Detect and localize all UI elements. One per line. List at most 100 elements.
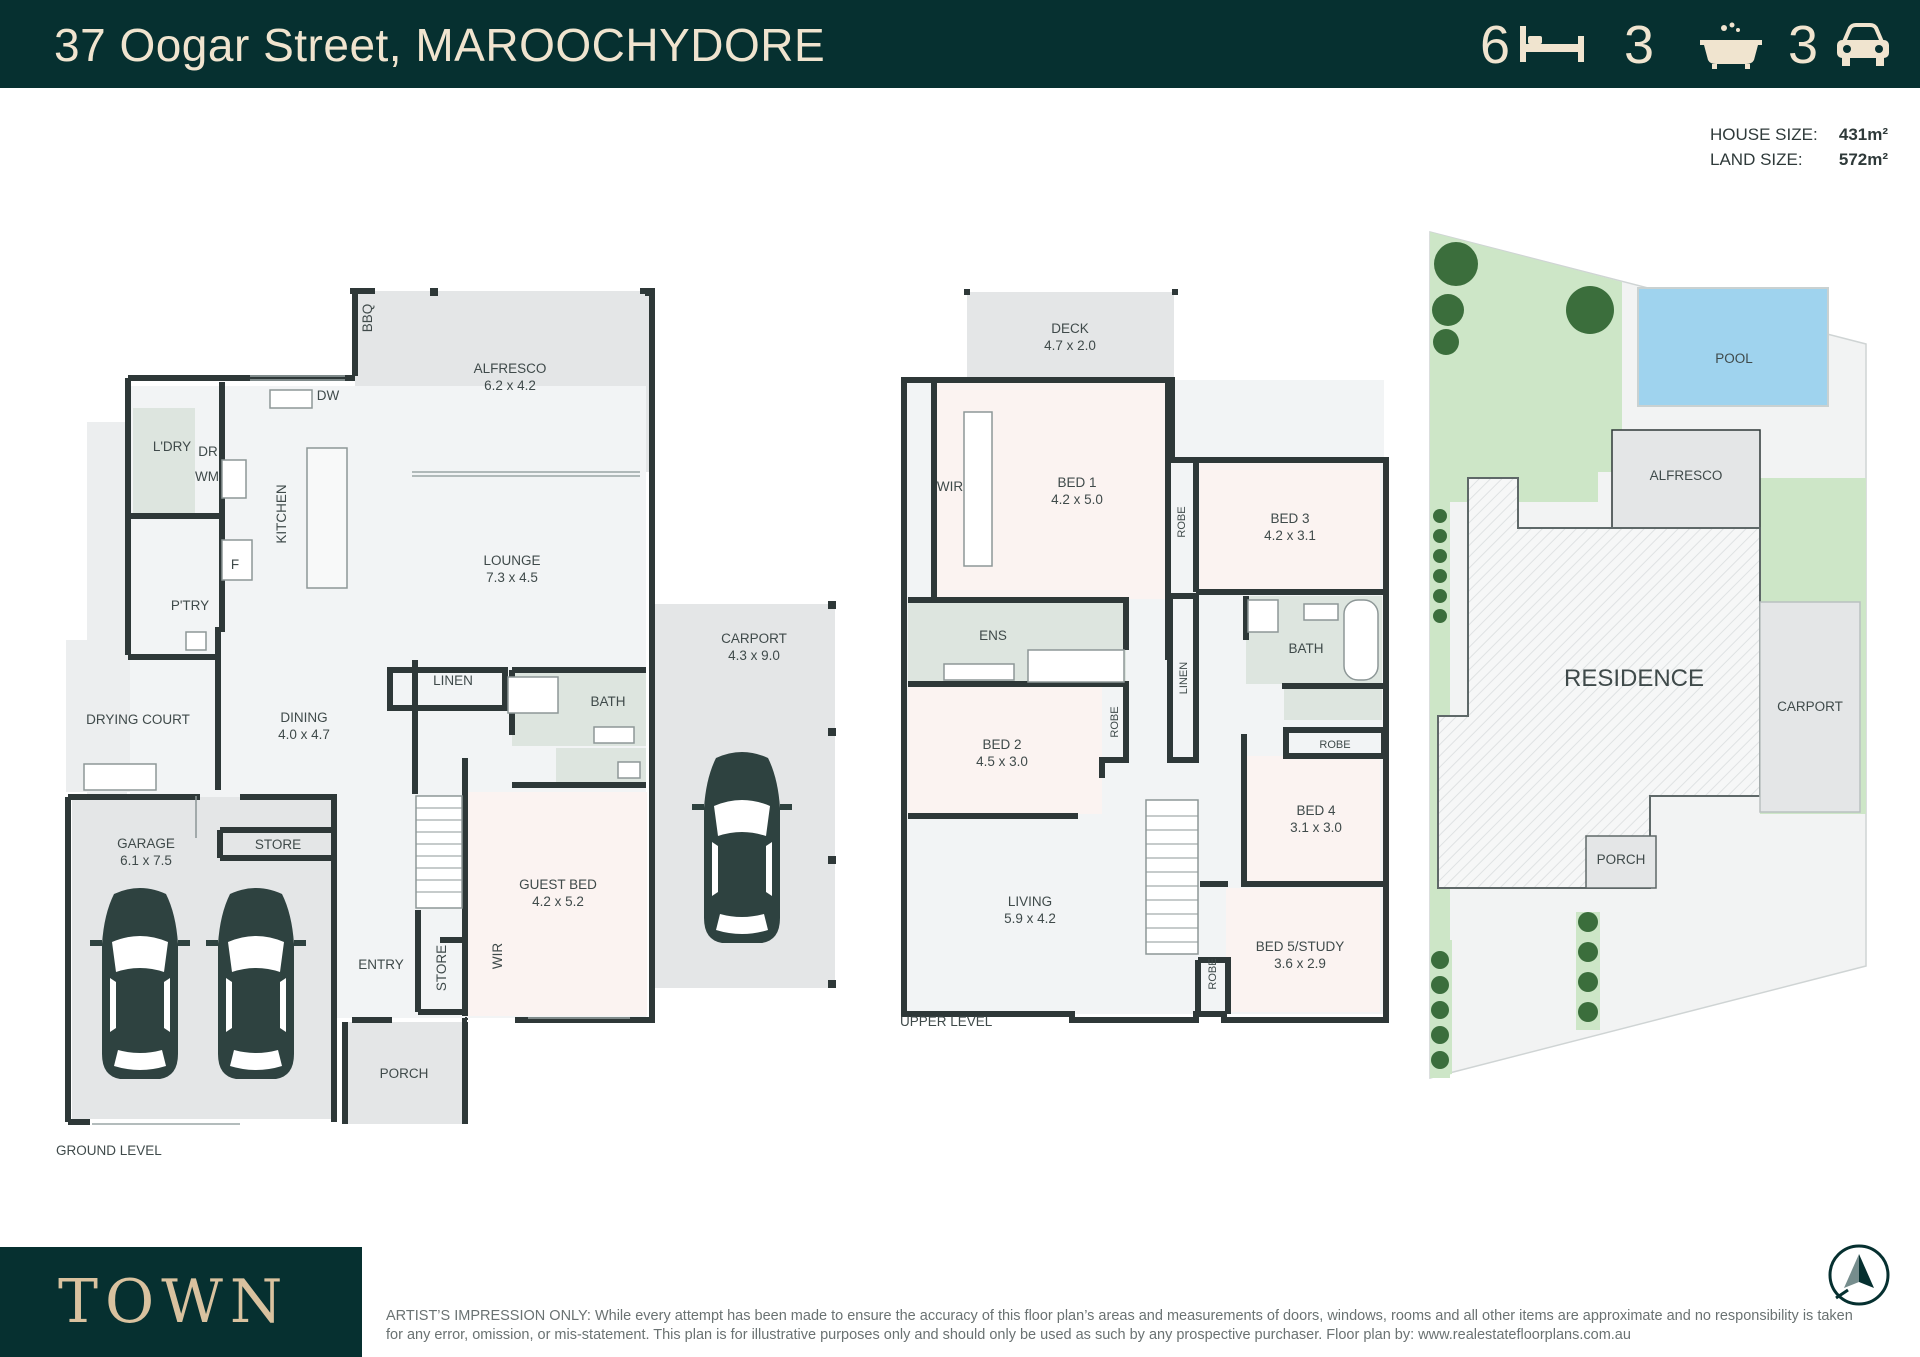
deck-posts	[964, 289, 1178, 295]
bathroom-count: 3	[1624, 15, 1655, 75]
upper-level-plan: DECK 4.7 x 2.0 WIR BED 1 4.2 x 5.0 BED 3…	[900, 289, 1389, 1029]
site-carport-area	[1759, 601, 1861, 813]
ground-windows	[92, 375, 640, 1125]
property-sizes: HOUSE SIZE: 431m² LAND SIZE: 572m²	[1710, 122, 1888, 172]
ground-level-plan: ALFRESCO 6.2 x 4.2 BBQ DW L'DRY DR WM KI…	[56, 288, 836, 1158]
site-trees	[1431, 242, 1614, 1069]
deck-area	[967, 292, 1174, 377]
ground-stairs	[415, 795, 463, 909]
ensuite-label: ENS	[979, 628, 1007, 643]
site-carport-label: CARPORT	[1777, 699, 1843, 714]
porch-area	[345, 1022, 465, 1124]
upper-wc-area	[1284, 686, 1382, 720]
dining-dim: 4.0 x 4.7	[278, 727, 330, 742]
ground-level-label: GROUND LEVEL	[56, 1143, 162, 1158]
pool-area	[1637, 287, 1829, 407]
bed5-robe-label: ROBE	[1207, 958, 1219, 989]
guest-wir-label: WIR	[490, 943, 505, 969]
deck-dim: 4.7 x 2.0	[1044, 338, 1096, 353]
bed1-wir-label: WIR	[937, 479, 963, 494]
north-compass-icon	[1828, 1244, 1890, 1306]
dining-label: DINING	[280, 710, 327, 725]
bed-icon	[1520, 26, 1584, 62]
drying-court-label: DRYING COURT	[86, 712, 190, 727]
carport-dim: 4.3 x 9.0	[728, 648, 780, 663]
garage-label: GARAGE	[117, 836, 175, 851]
bbq-label: BBQ	[360, 304, 375, 333]
bath-icon	[1700, 22, 1762, 69]
brand-logo: TOWN	[58, 1267, 290, 1337]
house-size-label: HOUSE SIZE:	[1710, 125, 1818, 144]
bed1-dim: 4.2 x 5.0	[1051, 492, 1103, 507]
lounge-dim: 7.3 x 4.5	[486, 570, 538, 585]
house-size-value: 431m²	[1838, 125, 1888, 144]
site-plan: POOL ALFRESCO RESIDENCE CARPORT PORCH	[1429, 231, 1867, 1079]
lounge-label: LOUNGE	[483, 553, 540, 568]
bed4-robe-label: ROBE	[1319, 739, 1350, 751]
carport-label: CARPORT	[721, 631, 787, 646]
residence-footprint	[1437, 477, 1761, 889]
kitchen-fixtures	[83, 389, 641, 838]
ground-walls	[65, 288, 655, 1125]
car-space-count: 3	[1788, 15, 1819, 75]
laundry-area	[133, 408, 195, 514]
guest-bed-area	[466, 792, 647, 1016]
dryer-label: DR	[198, 444, 218, 459]
backyard-lawn	[1430, 232, 1622, 1078]
washer-label: WM	[195, 469, 219, 484]
site-alfresco-area	[1611, 429, 1761, 529]
brand-panel: TOWN	[0, 1247, 362, 1357]
bedroom-count: 6	[1480, 15, 1511, 75]
car-icon	[1837, 23, 1889, 66]
ground-bath-label: BATH	[590, 694, 625, 709]
upper-labels: DECK 4.7 x 2.0 WIR BED 1 4.2 x 5.0 BED 3…	[900, 321, 1351, 1029]
upper-level-label: UPPER LEVEL	[900, 1014, 993, 1029]
site-porch-area	[1585, 835, 1657, 889]
land-size-value: 572m²	[1838, 150, 1888, 169]
bed2-label: BED 2	[982, 737, 1021, 752]
entry-label: ENTRY	[358, 957, 404, 972]
guest-bed-dim: 4.2 x 5.2	[532, 894, 584, 909]
porch-label: PORCH	[380, 1066, 429, 1081]
bed1-label: BED 1	[1057, 475, 1096, 490]
site-alfresco-label: ALFRESCO	[1650, 468, 1723, 483]
linen-label: LINEN	[433, 673, 473, 688]
site-labels: POOL ALFRESCO RESIDENCE CARPORT PORCH	[1564, 351, 1843, 867]
deck-label: DECK	[1051, 321, 1089, 336]
disclaimer-text: ARTIST’S IMPRESSION ONLY: While every at…	[386, 1308, 1853, 1343]
alfresco-label: ALFRESCO	[474, 361, 547, 376]
upper-linen-label: LINEN	[1178, 662, 1190, 694]
upper-walls	[901, 377, 1389, 1023]
ground-labels: ALFRESCO 6.2 x 4.2 BBQ DW L'DRY DR WM KI…	[56, 304, 787, 1158]
land-size-label: LAND SIZE:	[1710, 150, 1803, 169]
residence-label: RESIDENCE	[1564, 665, 1704, 692]
bed3-label: BED 3	[1270, 511, 1309, 526]
garage-dim: 6.1 x 7.5	[120, 853, 172, 868]
living-label: LIVING	[1008, 894, 1052, 909]
fridge-label: F	[231, 557, 239, 572]
bed3-robe-label: ROBE	[1176, 506, 1188, 537]
bed4-dim: 3.1 x 3.0	[1290, 820, 1342, 835]
bed2-area	[908, 686, 1102, 814]
store-label: STORE	[255, 837, 301, 852]
bed3-area	[1196, 460, 1380, 590]
bed2-robe-label: ROBE	[1109, 706, 1121, 737]
kitchen-label: KITCHEN	[274, 484, 289, 543]
alfresco-dim: 6.2 x 4.2	[484, 378, 536, 393]
upper-fixtures	[943, 411, 1379, 683]
header-bar: 37 Oogar Street, MAROOCHYDORE 6 3 3	[0, 0, 1920, 88]
carport-posts	[430, 288, 836, 988]
pantry-label: P'TRY	[171, 598, 209, 613]
property-address: 37 Oogar Street, MAROOCHYDORE	[54, 19, 826, 71]
pool-label: POOL	[1715, 351, 1753, 366]
guest-bed-label: GUEST BED	[519, 877, 597, 892]
bed5-area	[1226, 888, 1380, 1012]
upper-stairs	[1146, 815, 1198, 943]
bed5-dim: 3.6 x 2.9	[1274, 956, 1326, 971]
living-dim: 5.9 x 4.2	[1004, 911, 1056, 926]
bed4-label: BED 4	[1296, 803, 1336, 818]
bed5-label: BED 5/STUDY	[1256, 939, 1345, 954]
laundry-label: L'DRY	[153, 439, 191, 454]
dw-label: DW	[317, 388, 340, 403]
site-porch-label: PORCH	[1597, 852, 1646, 867]
